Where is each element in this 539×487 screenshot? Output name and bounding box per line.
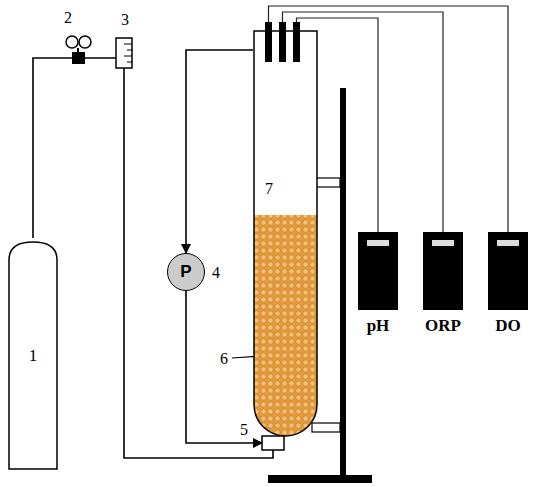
meter-body xyxy=(488,232,528,310)
callout-number: 3 xyxy=(121,12,129,28)
column-outline xyxy=(254,31,317,436)
meter: DO xyxy=(488,232,528,336)
cylinder-outline xyxy=(9,242,57,469)
callout-number: 5 xyxy=(240,422,248,438)
meter-body xyxy=(358,232,398,310)
meter-display xyxy=(432,240,454,246)
meter-display xyxy=(497,240,519,246)
pump-circle: P xyxy=(167,253,205,291)
node-label: pH xyxy=(348,316,408,336)
node-label: 1 xyxy=(8,346,58,366)
meter: pH xyxy=(358,232,398,336)
gas-cylinder: 1 xyxy=(8,238,58,470)
node-label: P xyxy=(180,262,191,282)
callout-number: 6 xyxy=(220,351,228,367)
packing-media xyxy=(253,215,318,437)
tubing-line xyxy=(186,291,262,443)
callout-number: 4 xyxy=(212,265,220,281)
node-label: DO xyxy=(478,316,538,336)
callout-number: 2 xyxy=(64,10,72,26)
connector-fitting xyxy=(262,436,284,450)
tubing-line xyxy=(186,50,253,253)
probe xyxy=(279,22,286,62)
tubing-line xyxy=(33,58,273,458)
probe xyxy=(265,22,272,62)
node-label: ORP xyxy=(413,316,473,336)
meter: ORP xyxy=(423,232,463,336)
meter-display xyxy=(367,240,389,246)
meter-body xyxy=(423,232,463,310)
packed-column: 7 xyxy=(253,30,318,437)
probe xyxy=(293,22,300,62)
node-label: 7 xyxy=(265,180,273,198)
